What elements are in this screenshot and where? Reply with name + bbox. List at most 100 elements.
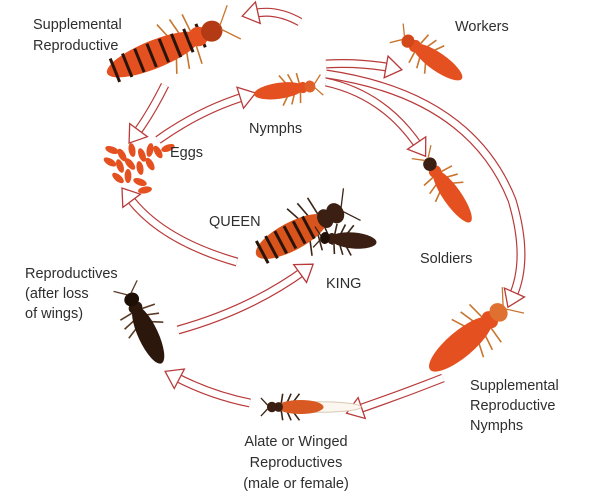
egg bbox=[124, 158, 136, 170]
eggs-cluster bbox=[103, 143, 175, 194]
label-alate-line3: (male or female) bbox=[243, 476, 349, 492]
transition-arrow bbox=[325, 54, 403, 79]
label-supp-repro-nymphs-line2: Reproductive bbox=[470, 398, 555, 414]
arrow-head bbox=[503, 286, 526, 309]
transition-arrow bbox=[128, 82, 170, 144]
abdomen-stripe bbox=[157, 38, 170, 63]
egg bbox=[146, 143, 154, 157]
egg bbox=[116, 159, 124, 173]
abdomen-stripe bbox=[145, 43, 158, 68]
antenna bbox=[501, 287, 504, 306]
antenna bbox=[312, 239, 321, 248]
abdomen-stripe bbox=[255, 240, 270, 264]
transition-arrow bbox=[241, 0, 303, 26]
label-supplemental-reproductive-line1: Supplemental bbox=[33, 17, 122, 33]
antenna bbox=[402, 23, 406, 37]
arrow-shaft bbox=[172, 373, 251, 407]
abdomen-stripe bbox=[108, 57, 122, 83]
label-reproductives-line1: Reproductives bbox=[25, 266, 118, 282]
abdomen bbox=[330, 232, 377, 249]
abdomen-stripe bbox=[264, 235, 279, 259]
abdomen-stripe bbox=[273, 230, 288, 255]
label-soldiers: Soldiers bbox=[420, 251, 472, 267]
transition-arrow bbox=[164, 368, 251, 408]
label-reproductives-line2: (after loss bbox=[25, 286, 89, 302]
antenna bbox=[340, 188, 345, 209]
termite-soldier bbox=[411, 145, 472, 223]
label-supp-repro-nymphs-line3: Nymphs bbox=[470, 418, 523, 434]
abdomen bbox=[432, 169, 472, 223]
head bbox=[124, 292, 140, 307]
thorax bbox=[274, 402, 283, 412]
label-supp-repro-nymphs-line1: Supplemental bbox=[470, 378, 559, 394]
egg bbox=[161, 144, 175, 152]
label-workers: Workers bbox=[455, 19, 509, 35]
abdomen-stripe bbox=[301, 215, 316, 240]
transition-arrow bbox=[121, 187, 239, 267]
head bbox=[326, 203, 345, 224]
abdomen bbox=[254, 82, 305, 100]
abdomen-stripe bbox=[170, 33, 183, 58]
antenna bbox=[314, 87, 324, 96]
head bbox=[423, 157, 437, 171]
label-reproductives-line3: of wings) bbox=[25, 306, 83, 322]
abdomen bbox=[132, 305, 165, 364]
labels-layer: Supplemental Reproductive Workers Nymphs… bbox=[25, 17, 559, 492]
abdomen bbox=[413, 43, 463, 81]
termite-reproductive bbox=[113, 280, 165, 364]
head bbox=[401, 34, 415, 48]
arrow-head bbox=[128, 122, 149, 144]
arrow-shaft bbox=[325, 78, 423, 150]
egg bbox=[153, 145, 163, 159]
abdomen-stripe bbox=[182, 28, 195, 53]
termite-queen bbox=[255, 188, 361, 264]
egg bbox=[124, 169, 132, 183]
egg bbox=[138, 186, 152, 194]
label-king: KING bbox=[326, 276, 361, 292]
transition-arrow bbox=[155, 86, 257, 144]
transition-arrow bbox=[345, 373, 445, 420]
arrow-shaft bbox=[354, 374, 445, 414]
antenna bbox=[260, 397, 268, 406]
abdomen-stripe bbox=[133, 48, 146, 73]
transition-arrow bbox=[325, 69, 526, 309]
abdomen-stripe bbox=[291, 220, 307, 245]
head bbox=[266, 401, 277, 413]
arrow-head bbox=[406, 135, 427, 158]
abdomen-stripe bbox=[121, 53, 134, 78]
label-alate-line1: Alate or Winged bbox=[244, 434, 347, 450]
antenna bbox=[505, 308, 525, 314]
egg bbox=[145, 157, 155, 171]
abdomen bbox=[106, 31, 201, 78]
egg bbox=[117, 148, 127, 162]
arrow-shaft bbox=[132, 83, 168, 137]
termite-king bbox=[312, 223, 377, 256]
head bbox=[200, 20, 223, 42]
arrow-head bbox=[292, 263, 315, 284]
egg bbox=[128, 143, 136, 157]
antenna bbox=[342, 210, 361, 221]
egg bbox=[136, 161, 144, 175]
arrow-shaft bbox=[325, 70, 525, 300]
transition-arrow bbox=[176, 263, 315, 335]
egg bbox=[105, 146, 119, 154]
antenna bbox=[221, 28, 242, 40]
arrow-head bbox=[164, 368, 186, 390]
antenna bbox=[389, 38, 403, 44]
arrow-head bbox=[241, 0, 262, 25]
arrow-head bbox=[121, 187, 142, 209]
head bbox=[320, 231, 330, 244]
arrow-head bbox=[383, 54, 403, 79]
head bbox=[489, 303, 508, 322]
label-supplemental-reproductive-line2: Reproductive bbox=[33, 38, 118, 54]
arrow-shaft bbox=[177, 267, 307, 334]
termite-supplemental-reproductive bbox=[106, 5, 242, 83]
antenna bbox=[313, 74, 321, 85]
egg bbox=[103, 157, 117, 167]
arrows-layer bbox=[121, 0, 526, 420]
head bbox=[304, 80, 316, 93]
abdomen bbox=[277, 400, 324, 414]
antenna bbox=[260, 408, 268, 417]
abdomen bbox=[429, 316, 493, 372]
egg bbox=[112, 172, 124, 184]
